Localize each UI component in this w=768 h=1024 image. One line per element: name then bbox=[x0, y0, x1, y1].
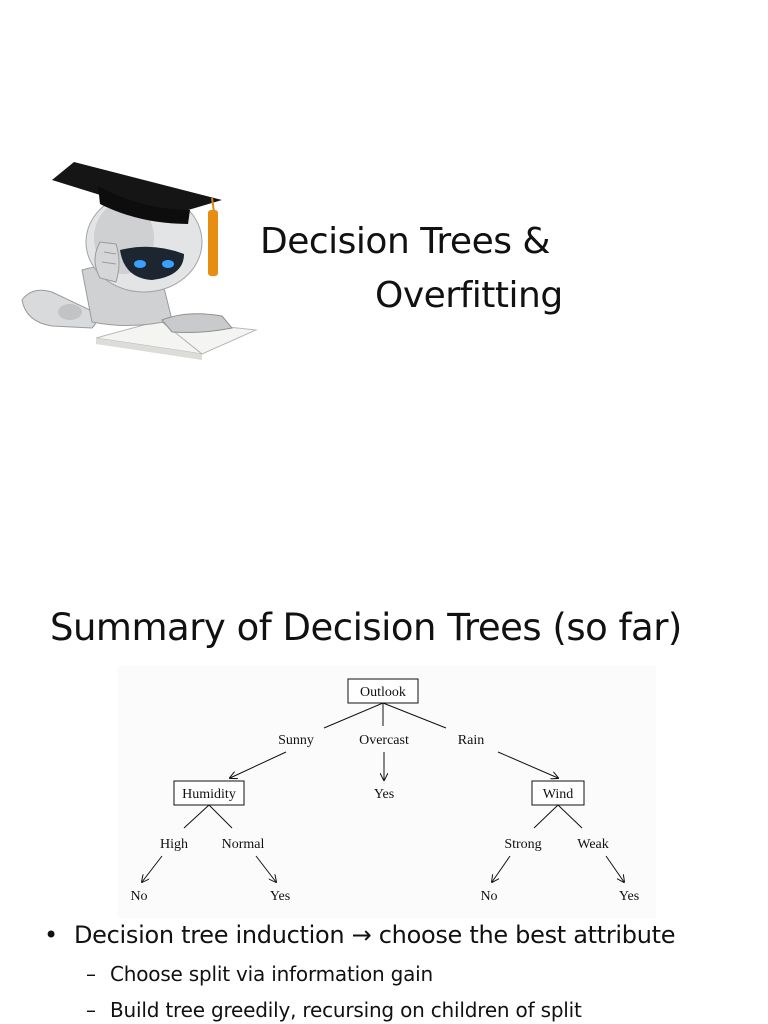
edge-normal-yes bbox=[255, 855, 276, 882]
branch-rain: Rain bbox=[458, 733, 484, 748]
edge-sunny-humidity bbox=[230, 751, 287, 778]
subbullet-text: Choose split via information gain bbox=[110, 962, 433, 986]
leaf-strong-no: No bbox=[480, 889, 497, 904]
edge-humidity-high bbox=[183, 804, 210, 829]
slide-title: Summary of Decision Trees (so far) bbox=[50, 606, 682, 649]
branch-strong: Strong bbox=[504, 837, 541, 852]
edge-weak-yes bbox=[605, 855, 624, 882]
summary-slide: Summary of Decision Trees (so far) Outlo… bbox=[0, 530, 768, 1024]
robot-graduate-image bbox=[21, 162, 258, 360]
node-wind: Wind bbox=[543, 787, 574, 802]
tree-svg: Outlook Sunny Overcast Rain Humidity Yes… bbox=[130, 678, 639, 904]
leaf-high-no: No bbox=[130, 889, 147, 904]
bullet-text-before: Decision tree induction bbox=[74, 921, 352, 949]
subbullet-information-gain: –Choose split via information gain bbox=[86, 960, 433, 988]
edge-strong-no bbox=[492, 855, 511, 882]
branch-normal: Normal bbox=[222, 837, 265, 852]
bullet-decision-tree-induction: • Decision tree induction → choose the be… bbox=[44, 918, 676, 952]
node-humidity-box bbox=[173, 780, 245, 806]
branch-weak: Weak bbox=[577, 837, 609, 852]
decision-tree-diagram: Outlook Sunny Overcast Rain Humidity Yes… bbox=[118, 666, 656, 918]
leaf-overcast-yes: Yes bbox=[374, 787, 394, 802]
subbullet-text: Build tree greedily, recursing on childr… bbox=[110, 998, 582, 1022]
edge-wind-weak bbox=[557, 804, 583, 829]
subbullet-dash: – bbox=[86, 962, 96, 986]
edge-high-no bbox=[142, 855, 163, 882]
edge-outlook-rain bbox=[382, 702, 447, 729]
node-outlook: Outlook bbox=[360, 685, 406, 700]
branch-sunny: Sunny bbox=[278, 733, 314, 748]
leaf-weak-yes: Yes bbox=[619, 889, 639, 904]
node-wind-box bbox=[531, 780, 585, 806]
branch-high: High bbox=[160, 837, 188, 852]
subbullet-dash: – bbox=[86, 998, 96, 1022]
edge-rain-wind bbox=[497, 751, 558, 778]
edge-humidity-normal bbox=[208, 804, 233, 829]
title-slide: Decision Trees & Overfitting bbox=[21, 162, 563, 360]
arrow-icon: → bbox=[351, 921, 372, 949]
edge-outlook-sunny bbox=[323, 702, 384, 729]
edge-wind-strong bbox=[533, 804, 559, 829]
node-outlook-box bbox=[347, 678, 419, 704]
bullet-text-after: choose the best attribute bbox=[371, 921, 676, 949]
branch-overcast: Overcast bbox=[359, 733, 409, 748]
title-line-2: Overfitting bbox=[375, 275, 563, 316]
subbullet-build-tree: –Build tree greedily, recursing on child… bbox=[86, 996, 582, 1024]
title-line-1: Decision Trees & bbox=[260, 221, 550, 262]
leaf-normal-yes: Yes bbox=[270, 889, 290, 904]
node-humidity: Humidity bbox=[182, 787, 236, 802]
bullet-dot: • bbox=[44, 921, 58, 949]
